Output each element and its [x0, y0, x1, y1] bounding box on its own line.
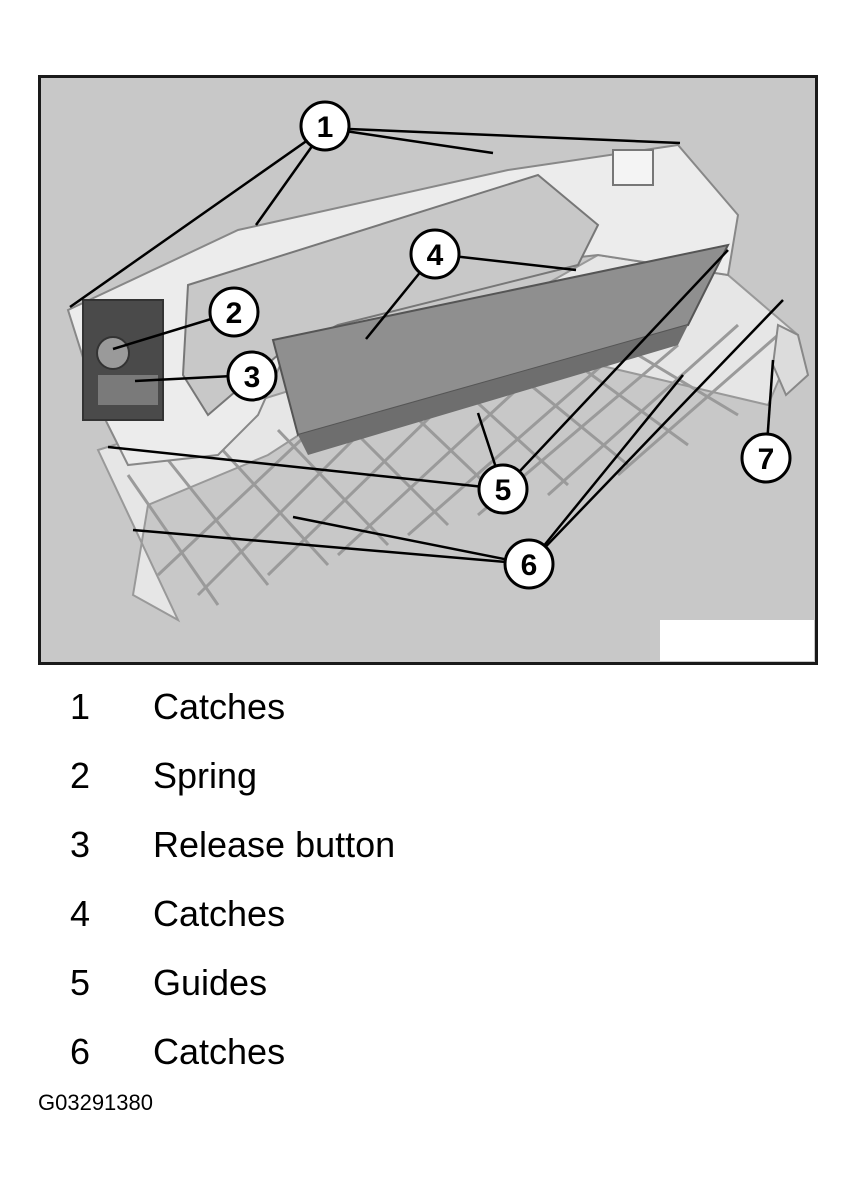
callout-6: 6	[503, 538, 555, 590]
legend-label: Catches	[153, 1031, 286, 1072]
legend-number: 1	[70, 686, 91, 727]
callout-3: 3	[226, 350, 278, 402]
callout-4: 4	[409, 228, 461, 280]
callout-7-label: 7	[758, 443, 775, 476]
callout-4-label: 4	[427, 239, 444, 272]
legend-number: 6	[70, 1031, 91, 1072]
callout-1-label: 1	[317, 111, 334, 144]
figure-id: G03291380	[38, 1090, 153, 1115]
legend-number: 3	[70, 824, 91, 865]
legend-label: Guides	[153, 962, 268, 1003]
part-illustration: 1 2 3 4 5 6 7	[38, 75, 818, 665]
leader-lines	[69, 126, 784, 566]
callout-5: 5	[477, 463, 529, 515]
legend-number: 2	[70, 755, 91, 796]
spring-mechanism	[96, 336, 130, 370]
callout-2: 2	[208, 286, 260, 338]
legend-label: Catches	[153, 686, 286, 727]
callout-2-label: 2	[226, 297, 243, 330]
legend-label: Spring	[153, 755, 258, 796]
legend-label: Release button	[153, 824, 396, 865]
callout-7: 7	[740, 432, 792, 484]
callout-5-label: 5	[495, 474, 512, 507]
legend-number: 4	[70, 893, 91, 934]
legend-number: 5	[70, 962, 91, 1003]
lid-wall-lower-edge	[298, 325, 688, 455]
callout-3-label: 3	[244, 361, 261, 394]
callout-6-label: 6	[521, 549, 538, 582]
top-right-bracket	[612, 149, 654, 186]
legend-label: Catches	[153, 893, 286, 934]
image-label-patch	[660, 620, 814, 661]
frame-opening	[181, 173, 600, 417]
side-bracket	[771, 323, 810, 397]
diagram-svg: 1 2 3 4 5 6 7	[38, 75, 818, 665]
callout-1: 1	[299, 100, 351, 152]
